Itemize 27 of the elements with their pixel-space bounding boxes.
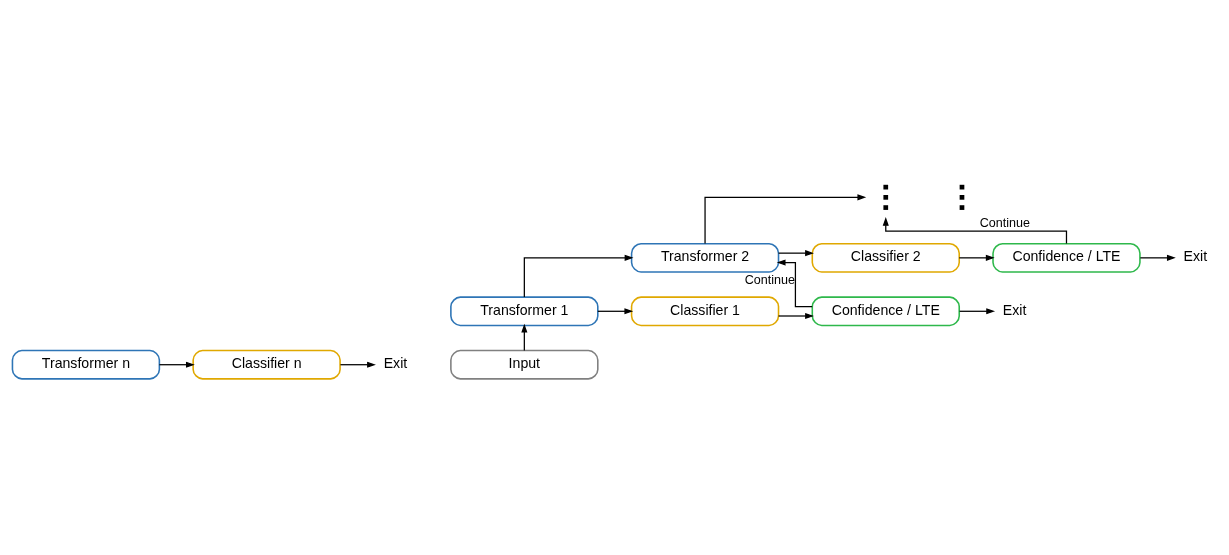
node-text: Exit <box>383 355 408 372</box>
arrow <box>777 312 814 320</box>
arrow <box>339 361 376 368</box>
node-box: Transformer n <box>11 349 161 380</box>
edge-label: Continue <box>979 216 1031 231</box>
arrow <box>1139 254 1176 261</box>
node-box: Transformer 1 <box>450 296 599 327</box>
node-box: Classifier n <box>192 349 341 380</box>
arrow <box>158 361 195 368</box>
node-box: Confidence / LTE <box>992 242 1141 273</box>
node-text: Exit <box>1002 301 1027 318</box>
node-box: Input <box>450 349 599 380</box>
arrow <box>704 194 867 245</box>
node-text: Exit <box>1183 248 1208 265</box>
arrow <box>521 323 528 352</box>
node-box: Transformer 2 <box>630 242 780 273</box>
node-box: Confidence / LTE <box>811 296 960 327</box>
arrow <box>958 254 995 261</box>
node-box: Classifier 1 <box>630 296 780 327</box>
arrow <box>882 217 1068 245</box>
arrow <box>776 259 813 308</box>
node-box: Classifier 2 <box>811 242 960 273</box>
arrow <box>597 308 634 315</box>
arrow <box>958 308 996 315</box>
edge-label: Continue <box>744 272 796 287</box>
arrow <box>777 250 814 257</box>
arrow <box>523 254 634 298</box>
